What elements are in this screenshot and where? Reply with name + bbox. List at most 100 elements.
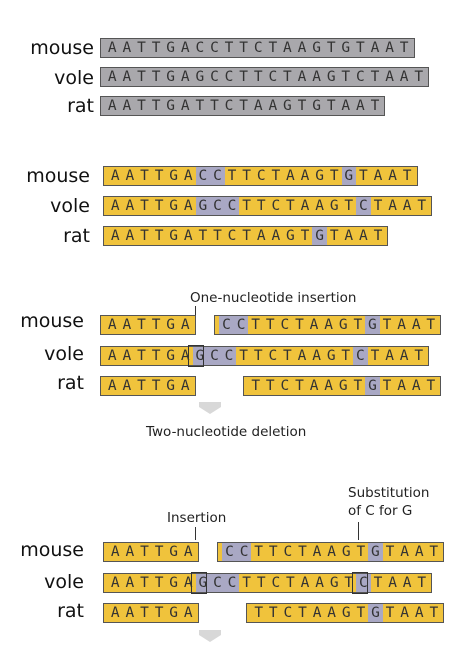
nucleotide: G (341, 605, 351, 621)
nucleotide: G (169, 228, 179, 244)
nucleotide: T (286, 198, 295, 214)
nucleotide: C (280, 378, 290, 394)
nucleotide: A (268, 98, 278, 114)
nucleotide: A (397, 378, 406, 394)
nucleotide: C (219, 316, 234, 334)
nucleotide: T (370, 69, 380, 85)
nucleotide: A (125, 198, 135, 214)
nucleotide: T (227, 168, 237, 184)
nucleotide: A (402, 198, 412, 214)
nucleotide: A (183, 168, 193, 184)
substitution-annotation-line2: of C for G (348, 503, 413, 519)
insertion-box (187, 345, 204, 367)
nucleotide: T (271, 168, 281, 184)
nucleotide: T (385, 544, 395, 560)
nucleotide: A (122, 378, 132, 394)
species-label-mouse: mouse (20, 310, 84, 332)
nucleotide: A (253, 98, 263, 114)
nucleotide: A (400, 605, 409, 621)
nucleotide: T (286, 575, 295, 591)
nucleotide: A (286, 168, 295, 184)
nucleotide: G (312, 98, 321, 114)
nucleotide: G (166, 317, 176, 333)
nucleotide: T (254, 605, 264, 621)
nucleotide: C (356, 197, 371, 215)
nucleotide: G (286, 228, 295, 244)
species-label-vole: vole (44, 343, 84, 365)
nucleotide: A (309, 317, 319, 333)
nucleotide: T (140, 575, 149, 591)
nucleotide: A (183, 198, 193, 214)
nucleotide: A (110, 168, 120, 184)
nucleotide: T (154, 544, 164, 560)
nucleotide: A (356, 98, 365, 114)
nucleotide: T (242, 575, 251, 591)
nucleotide: T (429, 605, 439, 621)
nucleotide: C (268, 69, 278, 85)
nucleotide: T (154, 228, 164, 244)
nucleotide: A (110, 198, 120, 214)
nucleotide: C (353, 347, 368, 365)
nucleotide: A (315, 198, 324, 214)
nucleotide: G (315, 168, 324, 184)
nucleotide: T (137, 317, 146, 333)
species-label-mouse: mouse (26, 165, 90, 187)
nucleotide: A (180, 40, 190, 56)
nucleotide: A (107, 98, 117, 114)
nucleotide: T (385, 605, 395, 621)
nucleotide: A (370, 40, 380, 56)
nucleotide: A (385, 69, 394, 85)
nucleotide: T (295, 378, 304, 394)
nucleotide: T (251, 378, 261, 394)
nucleotide: G (166, 378, 176, 394)
nucleotide: C (256, 168, 266, 184)
nucleotide: A (309, 378, 319, 394)
nucleotide: C (236, 543, 252, 561)
nucleotide: T (140, 544, 149, 560)
nucleotide: T (253, 69, 263, 85)
nucleotide: A (180, 348, 190, 364)
nucleotide: C (224, 69, 234, 85)
nucleotide: A (125, 168, 135, 184)
nucleotide: T (137, 98, 146, 114)
nucleotide: T (137, 348, 146, 364)
nucleotide: G (326, 348, 336, 364)
nucleotide: T (426, 317, 436, 333)
nucleotide: A (107, 317, 117, 333)
nucleotide: G (338, 378, 348, 394)
nucleotide: C (271, 198, 281, 214)
nucleotide: A (312, 544, 322, 560)
nucleotide: A (402, 575, 412, 591)
nucleotide: G (312, 227, 327, 245)
nucleotide: T (140, 605, 149, 621)
nucleotide: G (169, 544, 179, 560)
nucleotide: G (368, 604, 383, 622)
nucleotide: T (373, 575, 383, 591)
nucleotide: G (169, 198, 179, 214)
nucleotide: G (166, 40, 176, 56)
nucleotide: C (210, 574, 225, 592)
nucleotide: T (239, 348, 248, 364)
substitution-box (351, 572, 368, 594)
nucleotide: A (385, 40, 394, 56)
nucleotide: T (382, 317, 392, 333)
nucleotide: T (268, 605, 278, 621)
nucleotide: G (195, 69, 205, 85)
species-label-vole: vole (50, 195, 90, 217)
nucleotide: T (373, 228, 383, 244)
nucleotide: T (213, 228, 222, 244)
nucleotide: T (137, 40, 146, 56)
nucleotide: A (283, 40, 292, 56)
nucleotide: T (329, 228, 339, 244)
nucleotide: A (388, 168, 397, 184)
nucleotide: G (312, 40, 321, 56)
nucleotide: T (402, 168, 412, 184)
nucleotide: C (195, 167, 211, 185)
